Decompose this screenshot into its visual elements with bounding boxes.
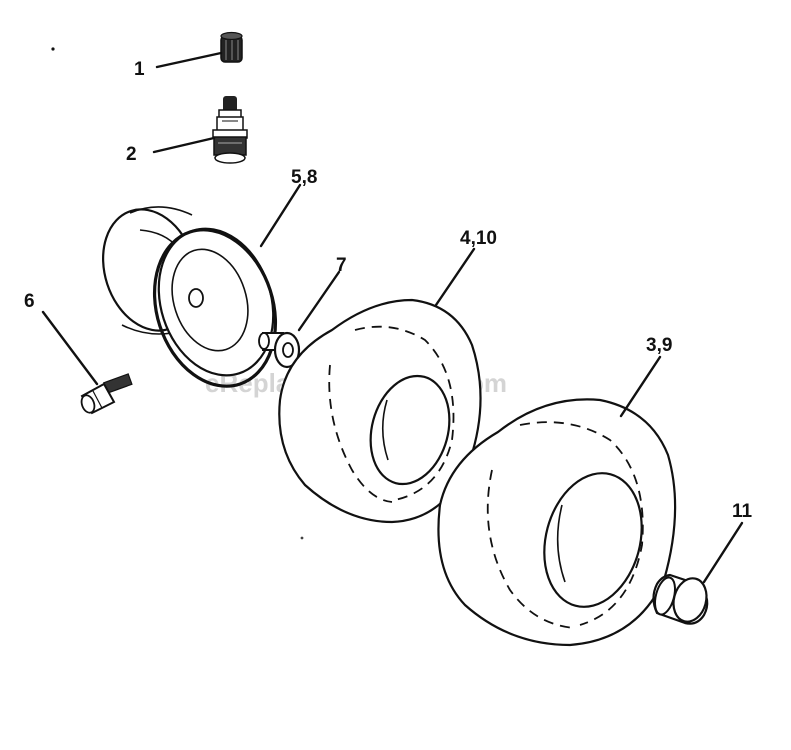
part-4-10-tire	[278, 298, 482, 524]
callout-4-10: 4,10	[460, 228, 497, 249]
leader-line-1	[155, 51, 223, 69]
part-7-bushing	[258, 331, 301, 369]
leader-line-5-8	[259, 183, 302, 248]
callout-3-9: 3,9	[646, 335, 672, 356]
scan-speck	[300, 536, 304, 540]
leader-line-2	[152, 136, 216, 154]
part-5-8-rim	[102, 206, 278, 388]
callout-1: 1	[134, 59, 145, 80]
callout-6: 6	[24, 291, 35, 312]
leader-line-4-10	[434, 247, 476, 307]
callout-2: 2	[126, 144, 137, 165]
part-2-valve-stem	[212, 96, 248, 164]
leader-line-7	[297, 270, 341, 332]
callout-11: 11	[732, 501, 753, 522]
part-3-9-tire	[437, 398, 677, 647]
callout-7: 7	[336, 255, 347, 276]
part-6-bolt	[80, 373, 133, 415]
leader-line-6	[41, 310, 99, 386]
part-11-cap	[652, 573, 709, 625]
leader-line-3-9	[619, 355, 662, 418]
scan-speck	[51, 47, 55, 51]
callout-5-8: 5,8	[291, 167, 317, 188]
part-1-valve-cap	[220, 31, 243, 63]
leader-line-11	[702, 521, 744, 584]
